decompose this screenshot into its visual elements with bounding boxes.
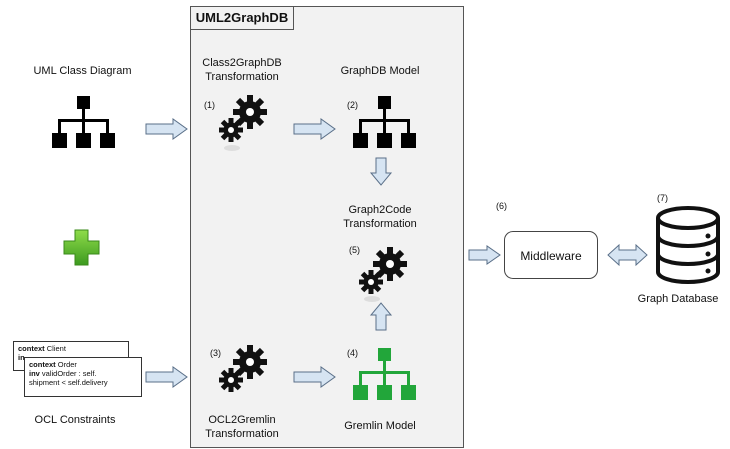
- gears-icon: [219, 95, 267, 151]
- graphdb-hierarchy-icon: [353, 96, 416, 148]
- step-number-4: (4): [347, 348, 358, 358]
- arrow-icon: [468, 245, 501, 265]
- arrow-icon: [145, 366, 188, 388]
- step-number-3: (3): [210, 348, 221, 358]
- panel-title: UML2GraphDB: [190, 6, 294, 30]
- step-number-7: (7): [657, 193, 668, 203]
- database-icon: [656, 206, 720, 284]
- step-number-1: (1): [204, 100, 215, 110]
- arrow-icon: [369, 157, 393, 186]
- plus-icon: [63, 229, 100, 266]
- uml-class-diagram-label: UML Class Diagram: [33, 65, 132, 77]
- middleware-box: Middleware: [504, 231, 598, 279]
- arrow-icon: [293, 366, 336, 388]
- gears-icon: [359, 247, 407, 302]
- arrow-icon: [607, 243, 648, 267]
- ocl-note-front: context Order inv validOrder : self. shi…: [24, 357, 142, 397]
- arrow-icon: [369, 302, 393, 331]
- step-number-5: (5): [349, 245, 360, 255]
- uml-hierarchy-icon: [52, 96, 115, 148]
- arrow-icon: [293, 118, 336, 140]
- step-number-2: (2): [347, 100, 358, 110]
- graph-database-label: Graph Database: [637, 293, 719, 305]
- ocl-constraints-label: OCL Constraints: [34, 414, 116, 426]
- gears-icon: [219, 345, 267, 392]
- gremlin-model-label: Gremlin Model: [344, 420, 416, 432]
- gremlin-hierarchy-icon: [353, 348, 416, 400]
- graphdb-model-label: GraphDB Model: [340, 65, 420, 77]
- arrow-icon: [145, 118, 188, 140]
- step-number-6: (6): [496, 201, 507, 211]
